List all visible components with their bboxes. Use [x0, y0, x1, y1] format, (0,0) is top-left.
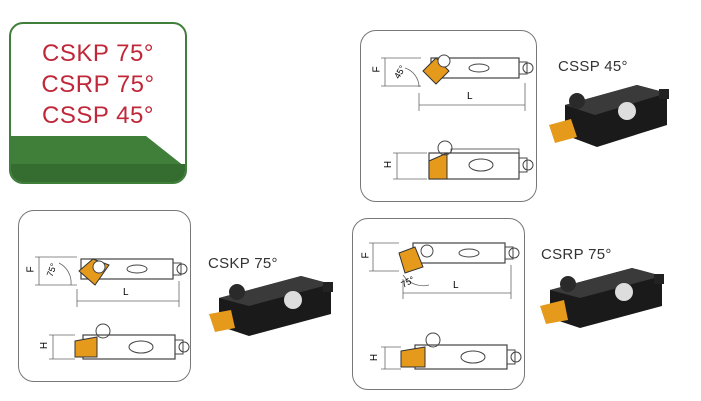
- dim-h-label: H: [39, 341, 51, 350]
- tool-holder-photo-cskp: [209, 276, 333, 336]
- dim-f-label: F: [371, 66, 383, 73]
- tool-holder-photo-csrp: [540, 268, 664, 328]
- dim-l-label: L: [453, 280, 459, 291]
- drawing-panel-csrp: F 75° L H: [352, 218, 525, 390]
- drawing-panel-cssp: F 45° L H: [360, 30, 537, 202]
- model-title-cskp: CSKP 75°: [42, 40, 154, 67]
- green-band-decoration: [11, 136, 185, 182]
- model-title-cssp: CSSP 45°: [42, 102, 154, 129]
- drawing-panel-cskp: F 75° L H: [18, 210, 191, 382]
- caption-csrp: CSRP 75°: [541, 246, 612, 263]
- caption-cskp: CSKP 75°: [208, 255, 278, 272]
- dim-h-label: H: [369, 353, 381, 362]
- technical-drawing-csrp: [369, 242, 522, 370]
- model-list: CSKP 75° CSRP 75° CSSP 45°: [11, 38, 185, 131]
- technical-drawing-cssp: [381, 54, 534, 180]
- dim-f-label: F: [360, 252, 372, 259]
- dim-f-label: F: [25, 266, 37, 273]
- title-badge: CSKP 75° CSRP 75° CSSP 45°: [9, 22, 187, 184]
- caption-cssp: CSSP 45°: [558, 58, 628, 75]
- dim-h-label: H: [383, 160, 395, 169]
- dim-l-label: L: [123, 287, 129, 298]
- technical-drawing-cskp: [35, 256, 190, 360]
- model-title-csrp: CSRP 75°: [41, 71, 155, 98]
- tool-holder-photo-cssp: [549, 85, 669, 147]
- dim-l-label: L: [467, 91, 473, 102]
